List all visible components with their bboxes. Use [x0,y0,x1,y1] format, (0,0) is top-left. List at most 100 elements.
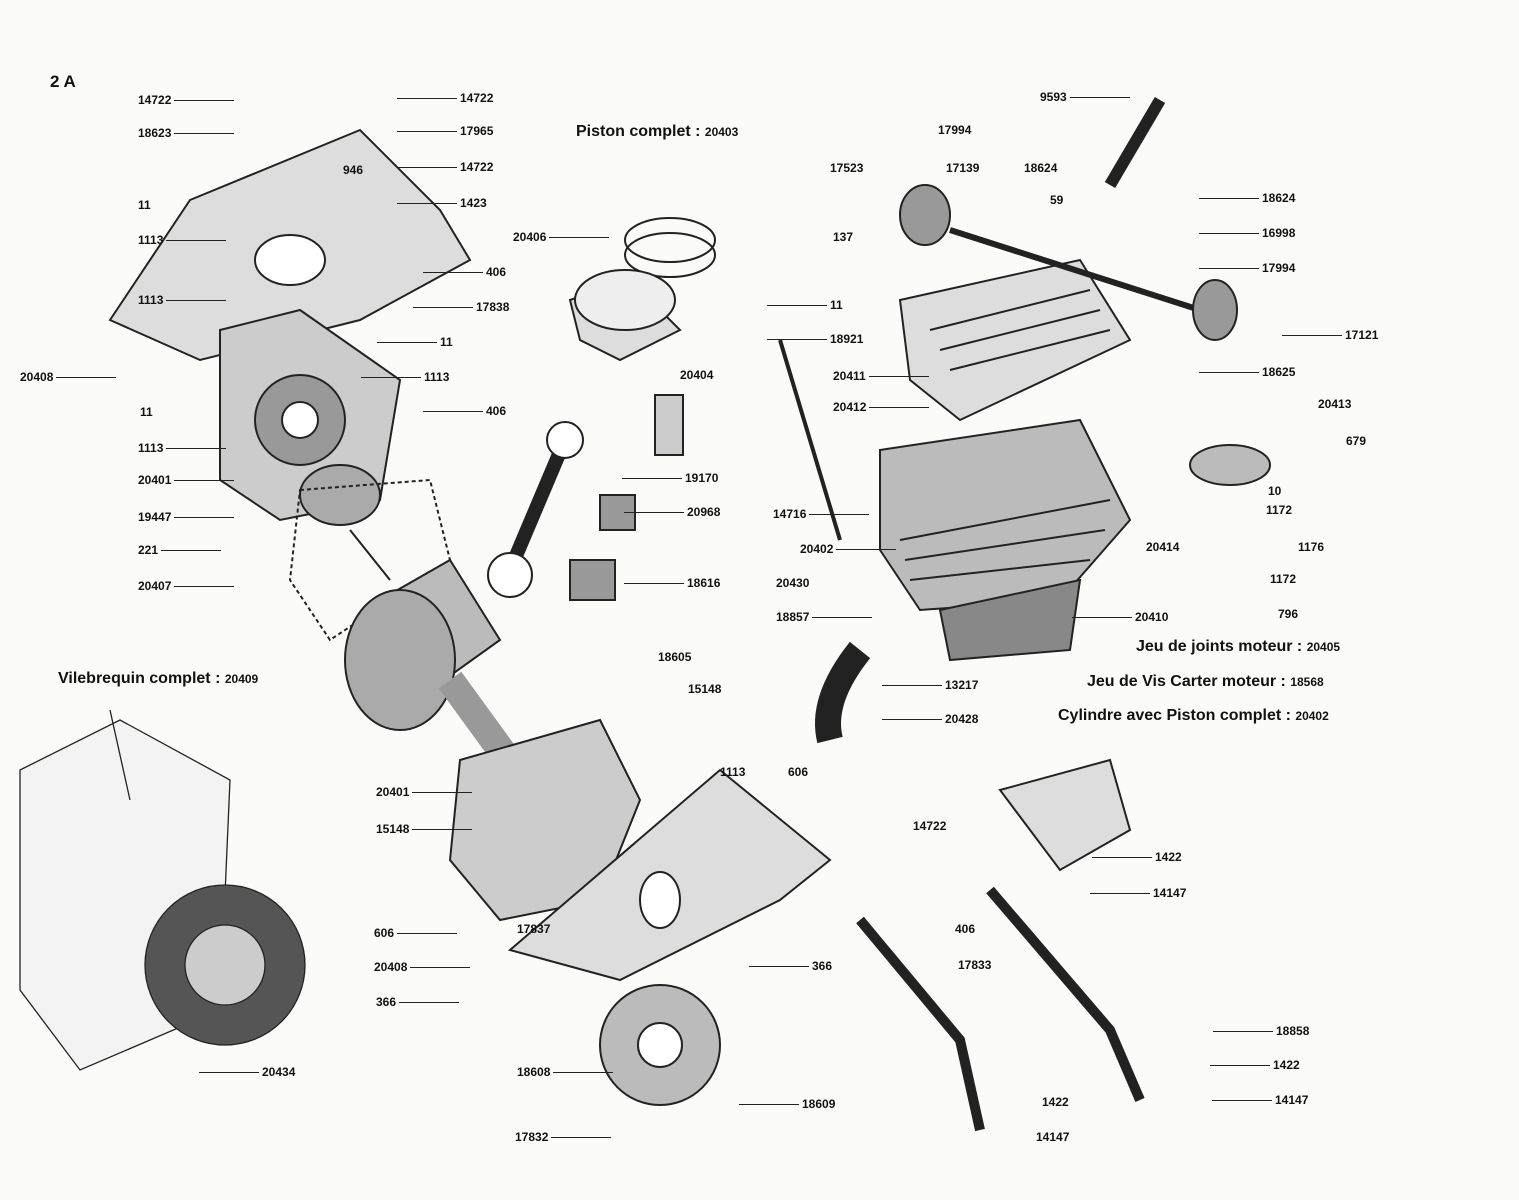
title-number: 20409 [224,672,259,686]
part-label: 18624 [1198,191,1296,205]
part-label: 14147 [1211,1093,1309,1107]
part-label: 20404 [680,368,714,382]
part-label: 1172 [1266,503,1293,517]
part-label: 1113 [138,441,228,455]
part-label: 606 [374,926,458,940]
page-number: 2 A [50,72,76,91]
part-label: 19447 [138,510,236,524]
part-label: 406 [422,404,507,418]
part-label: 17994 [1198,261,1296,275]
part-label: 1422 [1092,850,1182,864]
head-bolt-assembly [899,184,1238,341]
part-label: 11 [768,298,843,312]
title-number: 20403 [704,125,739,139]
part-label: 1172 [1270,572,1297,586]
part-label: 14722 [396,160,494,174]
cylinder [879,418,1132,612]
part-label: 18605 [658,650,692,664]
part-label: 14722 [913,819,947,833]
part-label: 366 [376,995,460,1009]
part-label: 20408 [20,370,118,384]
title-cylindre-avec-piston: Cylindre avec Piston complet : 20402 [1058,707,1329,724]
suspension-bolts [856,886,1145,1132]
title-label: Jeu de Vis Carter moteur [1087,673,1277,690]
part-label: 406 [955,922,976,936]
part-label: 18857 [776,610,874,624]
part-label: 14716 [773,507,871,521]
part-label: 17121 [1281,328,1379,342]
part-label: 17833 [958,958,992,972]
part-label: 1113 [360,370,450,384]
part-label: 20411 [833,369,928,383]
part-label: 946 [343,163,364,177]
exhaust-elbow [815,444,1271,744]
title-number: 18568 [1290,675,1324,689]
part-label: 17965 [396,124,494,138]
part-label: 10 [1268,484,1282,498]
title-label: Cylindre avec Piston complet [1058,707,1282,724]
part-label: 20434 [198,1065,296,1079]
part-label: 11 [378,335,453,349]
part-label: 606 [788,765,809,779]
part-label: 1422 [1042,1095,1069,1109]
part-label: 366 [748,959,833,973]
part-label: 16998 [1198,226,1296,240]
title-jeu-de-vis: Jeu de Vis Carter moteur : 18568 [1087,673,1324,690]
part-label: 14147 [1036,1130,1070,1144]
part-label: 17832 [515,1130,613,1144]
part-label: 17523 [830,161,864,175]
part-label: 20413 [1318,397,1352,411]
piston [568,269,682,362]
part-label: 20428 [881,712,979,726]
part-label: 59 [1050,193,1064,207]
part-label: 20414 [1146,540,1180,554]
title-number: 20402 [1295,709,1329,723]
piston-rings [624,217,716,278]
part-label: 18623 [138,126,236,140]
flywheel [599,984,721,1106]
part-label: 20412 [833,400,931,414]
part-label: 20402 [800,542,898,556]
title-vilebrequin-complet: Vilebrequin complet : 20409 [58,670,259,687]
title-piston-complet: Piston complet : 20403 [576,123,739,140]
part-label: 20410 [1071,610,1169,624]
title-jeu-de-joints: Jeu de joints moteur : 20405 [1136,638,1341,655]
title-label: Piston complet [576,123,691,140]
part-label: 796 [1278,607,1299,621]
long-stud [778,339,842,541]
part-label: 20968 [623,505,721,519]
title-label: Jeu de joints moteur [1136,638,1293,655]
gasket [288,478,452,642]
part-label: 1176 [1298,540,1325,554]
part-label: 11 [138,198,151,212]
part-label: 14722 [396,91,494,105]
part-label: 14147 [1089,886,1187,900]
part-label: 137 [833,230,854,244]
part-label: 1113 [138,233,228,247]
part-label: 1422 [1210,1058,1300,1072]
bearing [299,464,381,526]
part-label: 221 [138,543,222,557]
spark-plug [1104,96,1166,189]
part-label: 679 [1346,434,1367,448]
part-label: 15148 [376,822,474,836]
part-label: 17838 [412,300,510,314]
part-label: 9593 [1040,90,1129,104]
part-label: 17139 [946,161,980,175]
part-label: 20408 [374,960,472,974]
title-label: Vilebrequin complet [58,670,211,687]
connecting-rod [487,421,584,598]
part-label: 406 [422,265,507,279]
rear-mount-bracket [998,758,1132,872]
part-label: 11 [140,405,153,419]
part-label: 1113 [720,765,746,779]
part-label: 19170 [621,471,719,485]
part-label: 17994 [938,123,972,137]
part-label: 1423 [397,196,487,210]
part-label: 20401 [376,785,474,799]
cylinder-head [898,258,1132,422]
part-label: 20407 [138,579,236,593]
part-label: 18624 [1024,161,1058,175]
